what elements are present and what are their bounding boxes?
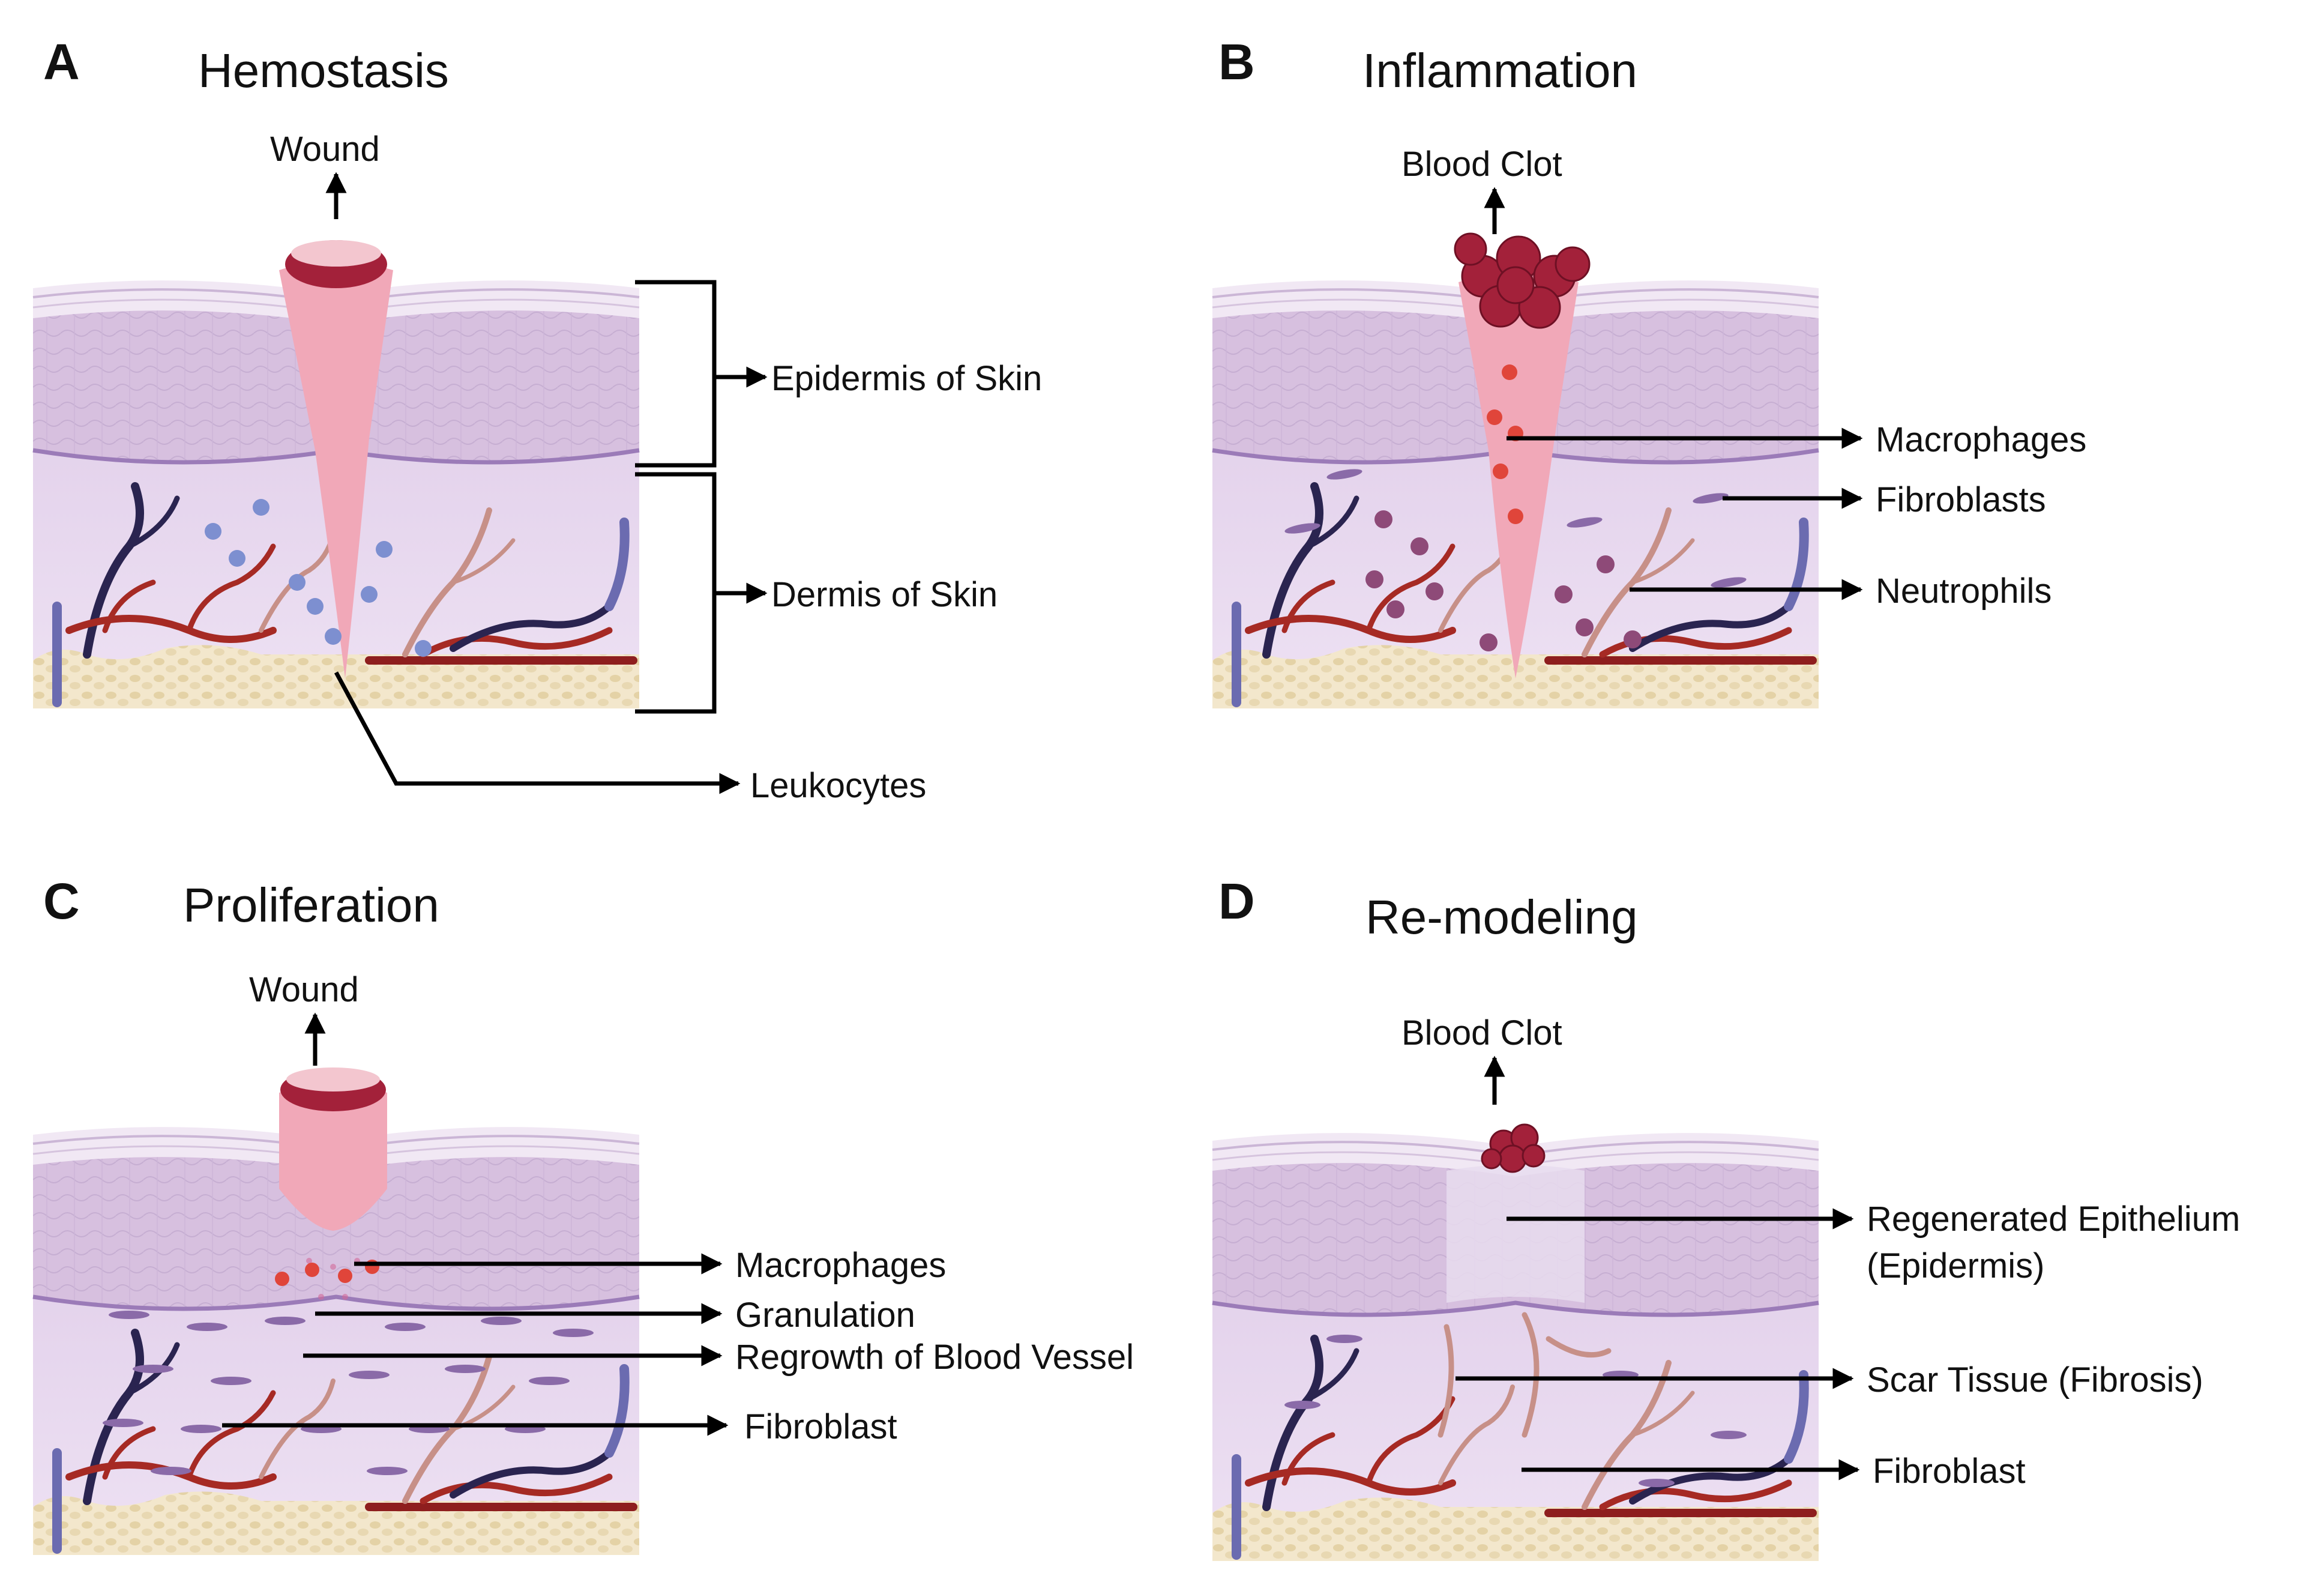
panel-title: Inflammation xyxy=(1362,44,1637,97)
wound-channel xyxy=(1459,273,1579,678)
panel-letter: A xyxy=(43,34,80,90)
top-label: Wound xyxy=(270,130,380,169)
panel-d: D Re-modeling Blood Clot xyxy=(1212,873,2240,1561)
wound-channel xyxy=(279,1084,387,1231)
label-macrophages: Macrophages xyxy=(1876,420,2086,459)
panel-title: Proliferation xyxy=(183,878,439,932)
skin-illustration xyxy=(1212,232,1819,708)
blood-clot xyxy=(1481,1123,1546,1173)
panel-title: Re-modeling xyxy=(1365,890,1638,944)
skin-illustration xyxy=(33,1067,639,1555)
panel-b: B Inflammation xyxy=(1212,34,2086,708)
skin-illustration xyxy=(33,240,639,708)
top-label: Wound xyxy=(249,970,359,1009)
skin-illustration xyxy=(1212,1123,1819,1561)
label-fibroblast: Fibroblast xyxy=(1873,1452,2026,1491)
label-dermis: Dermis of Skin xyxy=(771,575,998,614)
fibroblasts xyxy=(1284,469,1747,588)
label-scar-tissue: Scar Tissue (Fibrosis) xyxy=(1867,1360,2203,1399)
top-label: Blood Clot xyxy=(1401,1013,1562,1052)
leukocytes xyxy=(205,499,432,657)
panel-a: A Hemostasis Wound Epidermis of Skin xyxy=(33,34,1042,805)
panel-letter: B xyxy=(1218,34,1255,90)
label-granulation: Granulation xyxy=(735,1296,915,1335)
label-epidermis: (Epidermis) xyxy=(1867,1246,2045,1285)
wound-channel xyxy=(279,261,393,678)
label-fibroblasts: Fibroblasts xyxy=(1876,480,2046,519)
panel-title: Hemostasis xyxy=(198,44,449,97)
panel-letter: D xyxy=(1218,873,1255,929)
top-label: Blood Clot xyxy=(1401,145,1562,184)
fibroblasts xyxy=(1284,1335,1747,1487)
neutrophils xyxy=(1365,510,1642,651)
label-regrowth-blood-vessel: Regrowth of Blood Vessel xyxy=(735,1338,1134,1377)
label-neutrophils: Neutrophils xyxy=(1876,572,2052,611)
label-macrophages: Macrophages xyxy=(735,1246,946,1285)
label-fibroblast: Fibroblast xyxy=(744,1407,897,1446)
fibroblasts xyxy=(103,1311,594,1475)
label-leukocytes: Leukocytes xyxy=(750,766,926,805)
panel-letter: C xyxy=(43,873,80,929)
label-epidermis: Epidermis of Skin xyxy=(771,359,1042,398)
label-regenerated-epithelium: Regenerated Epithelium xyxy=(1867,1200,2240,1239)
panel-c: C Proliferation xyxy=(33,873,1134,1555)
blood-clot xyxy=(1454,232,1591,329)
